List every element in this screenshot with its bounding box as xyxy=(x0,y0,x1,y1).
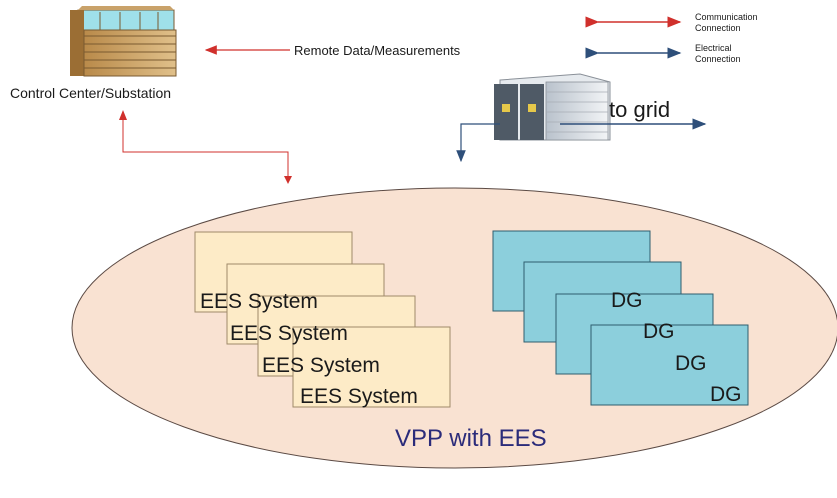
remote-data-label: Remote Data/Measurements xyxy=(294,43,461,58)
control-center-label: Control Center/Substation xyxy=(10,85,171,101)
communication-connector-up-arrow xyxy=(119,110,127,120)
dg-stack: DG DG DG DG xyxy=(492,230,749,406)
legend-electrical-label: Electrical Connection xyxy=(695,43,741,64)
to-grid-label: to grid xyxy=(609,97,670,122)
dg-label-1: DG xyxy=(611,289,643,312)
legend-communication-line-1: Communication xyxy=(695,12,758,22)
legend-electrical-line-1: Electrical xyxy=(695,43,732,53)
ees-system-label-4: EES System xyxy=(300,385,418,408)
legend: Communication Connection Electrical Conn… xyxy=(585,12,760,64)
legend-electrical-line-2: Connection xyxy=(695,54,741,64)
substation-cabinet-icon xyxy=(494,73,611,141)
dg-label-4: DG xyxy=(710,383,742,406)
ees-system-stack: EES System EES System EES System EES Sys… xyxy=(194,231,451,408)
dg-box-4 xyxy=(590,324,749,406)
communication-connector xyxy=(122,112,292,184)
legend-communication-label: Communication Connection xyxy=(695,12,760,33)
electrical-connector xyxy=(456,123,500,163)
control-center-building-icon xyxy=(70,6,177,77)
ees-system-box-4 xyxy=(292,326,451,408)
ees-system-label-3: EES System xyxy=(262,354,380,377)
ees-system-label-2: EES System xyxy=(230,322,348,345)
ees-system-label-1: EES System xyxy=(200,290,318,313)
dg-label-3: DG xyxy=(675,352,707,375)
dg-label-2: DG xyxy=(643,320,675,343)
legend-communication-line-2: Connection xyxy=(695,23,741,33)
vpp-label: VPP with EES xyxy=(395,425,547,452)
